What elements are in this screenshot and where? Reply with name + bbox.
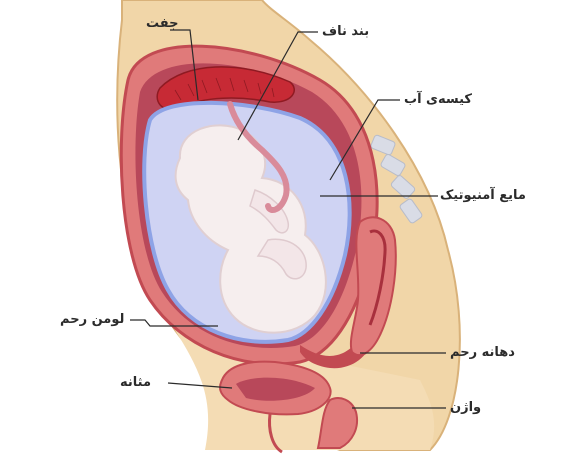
label-umbilical-cord: بند ناف bbox=[322, 24, 369, 40]
label-cervix: دهانه رحم bbox=[450, 345, 515, 361]
label-placenta: جفت bbox=[146, 16, 179, 32]
label-amniotic-sac: کیسه‌ی آب bbox=[404, 92, 472, 108]
label-uterine-lining: لومن رحم bbox=[60, 312, 124, 328]
label-bladder: مثانه bbox=[120, 375, 151, 391]
label-vagina: واژن bbox=[450, 400, 481, 416]
label-amniotic-fluid: مایع آمنیوتیک bbox=[440, 188, 526, 204]
